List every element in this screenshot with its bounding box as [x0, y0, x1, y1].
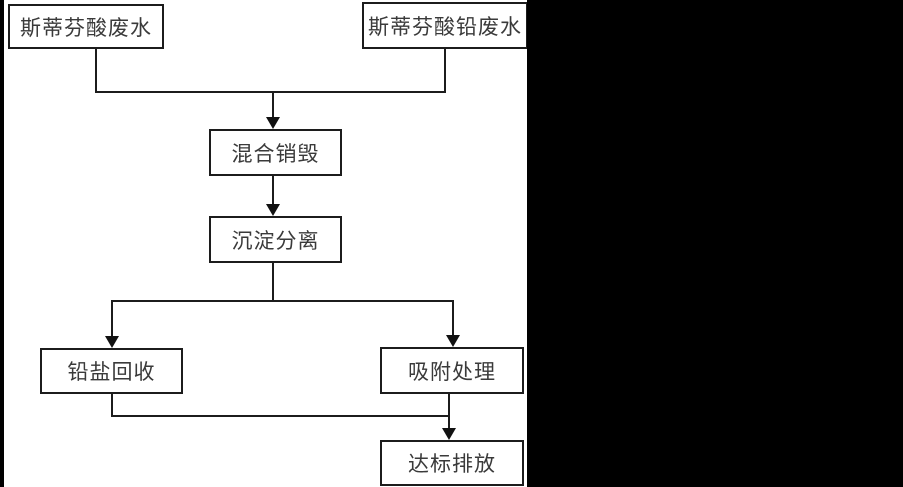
edge-into-adsorption: [452, 300, 454, 335]
edge-split-bar: [111, 300, 454, 302]
arrowhead-precipitate-separate: [266, 204, 280, 216]
node-source-left-label: 斯蒂芬酸废水: [20, 15, 152, 40]
arrowhead-mix-destroy: [266, 117, 280, 129]
node-source-right: 斯蒂芬酸铅废水: [362, 2, 528, 49]
node-mix-destroy-label: 混合销毁: [231, 141, 320, 166]
edge-into-discharge: [448, 394, 450, 428]
node-source-right-label: 斯蒂芬酸铅废水: [368, 14, 522, 39]
right-area-mask: [527, 0, 903, 487]
node-precipitate-separate-label: 沉淀分离: [231, 228, 320, 253]
node-adsorption-treatment: 吸附处理: [380, 347, 524, 394]
arrowhead-discharge: [442, 428, 456, 440]
node-lead-salt-recovery: 铅盐回收: [40, 348, 183, 394]
edge-source-left-drop: [95, 48, 97, 93]
node-lead-salt-recovery-label: 铅盐回收: [67, 360, 156, 384]
left-edge-mask: [0, 0, 4, 487]
arrowhead-lead-salt-recovery: [105, 336, 119, 348]
edge-mix-to-precipitate: [272, 176, 274, 206]
edge-into-mix-destroy: [272, 91, 274, 119]
edge-merge-bar: [95, 91, 446, 93]
edge-source-right-drop: [444, 48, 446, 93]
node-discharge-label: 达标排放: [408, 452, 496, 476]
node-precipitate-separate: 沉淀分离: [209, 216, 342, 263]
edge-precipitate-drop: [272, 263, 274, 302]
node-mix-destroy: 混合销毁: [209, 129, 342, 176]
node-adsorption-treatment-label: 吸附处理: [408, 359, 496, 384]
node-discharge: 达标排放: [380, 440, 524, 486]
arrowhead-adsorption-treatment: [446, 335, 460, 347]
edge-join-bar: [111, 415, 450, 417]
edge-into-lead-salt: [111, 300, 113, 336]
node-source-left: 斯蒂芬酸废水: [8, 4, 164, 49]
edge-lead-salt-drop: [111, 394, 113, 417]
